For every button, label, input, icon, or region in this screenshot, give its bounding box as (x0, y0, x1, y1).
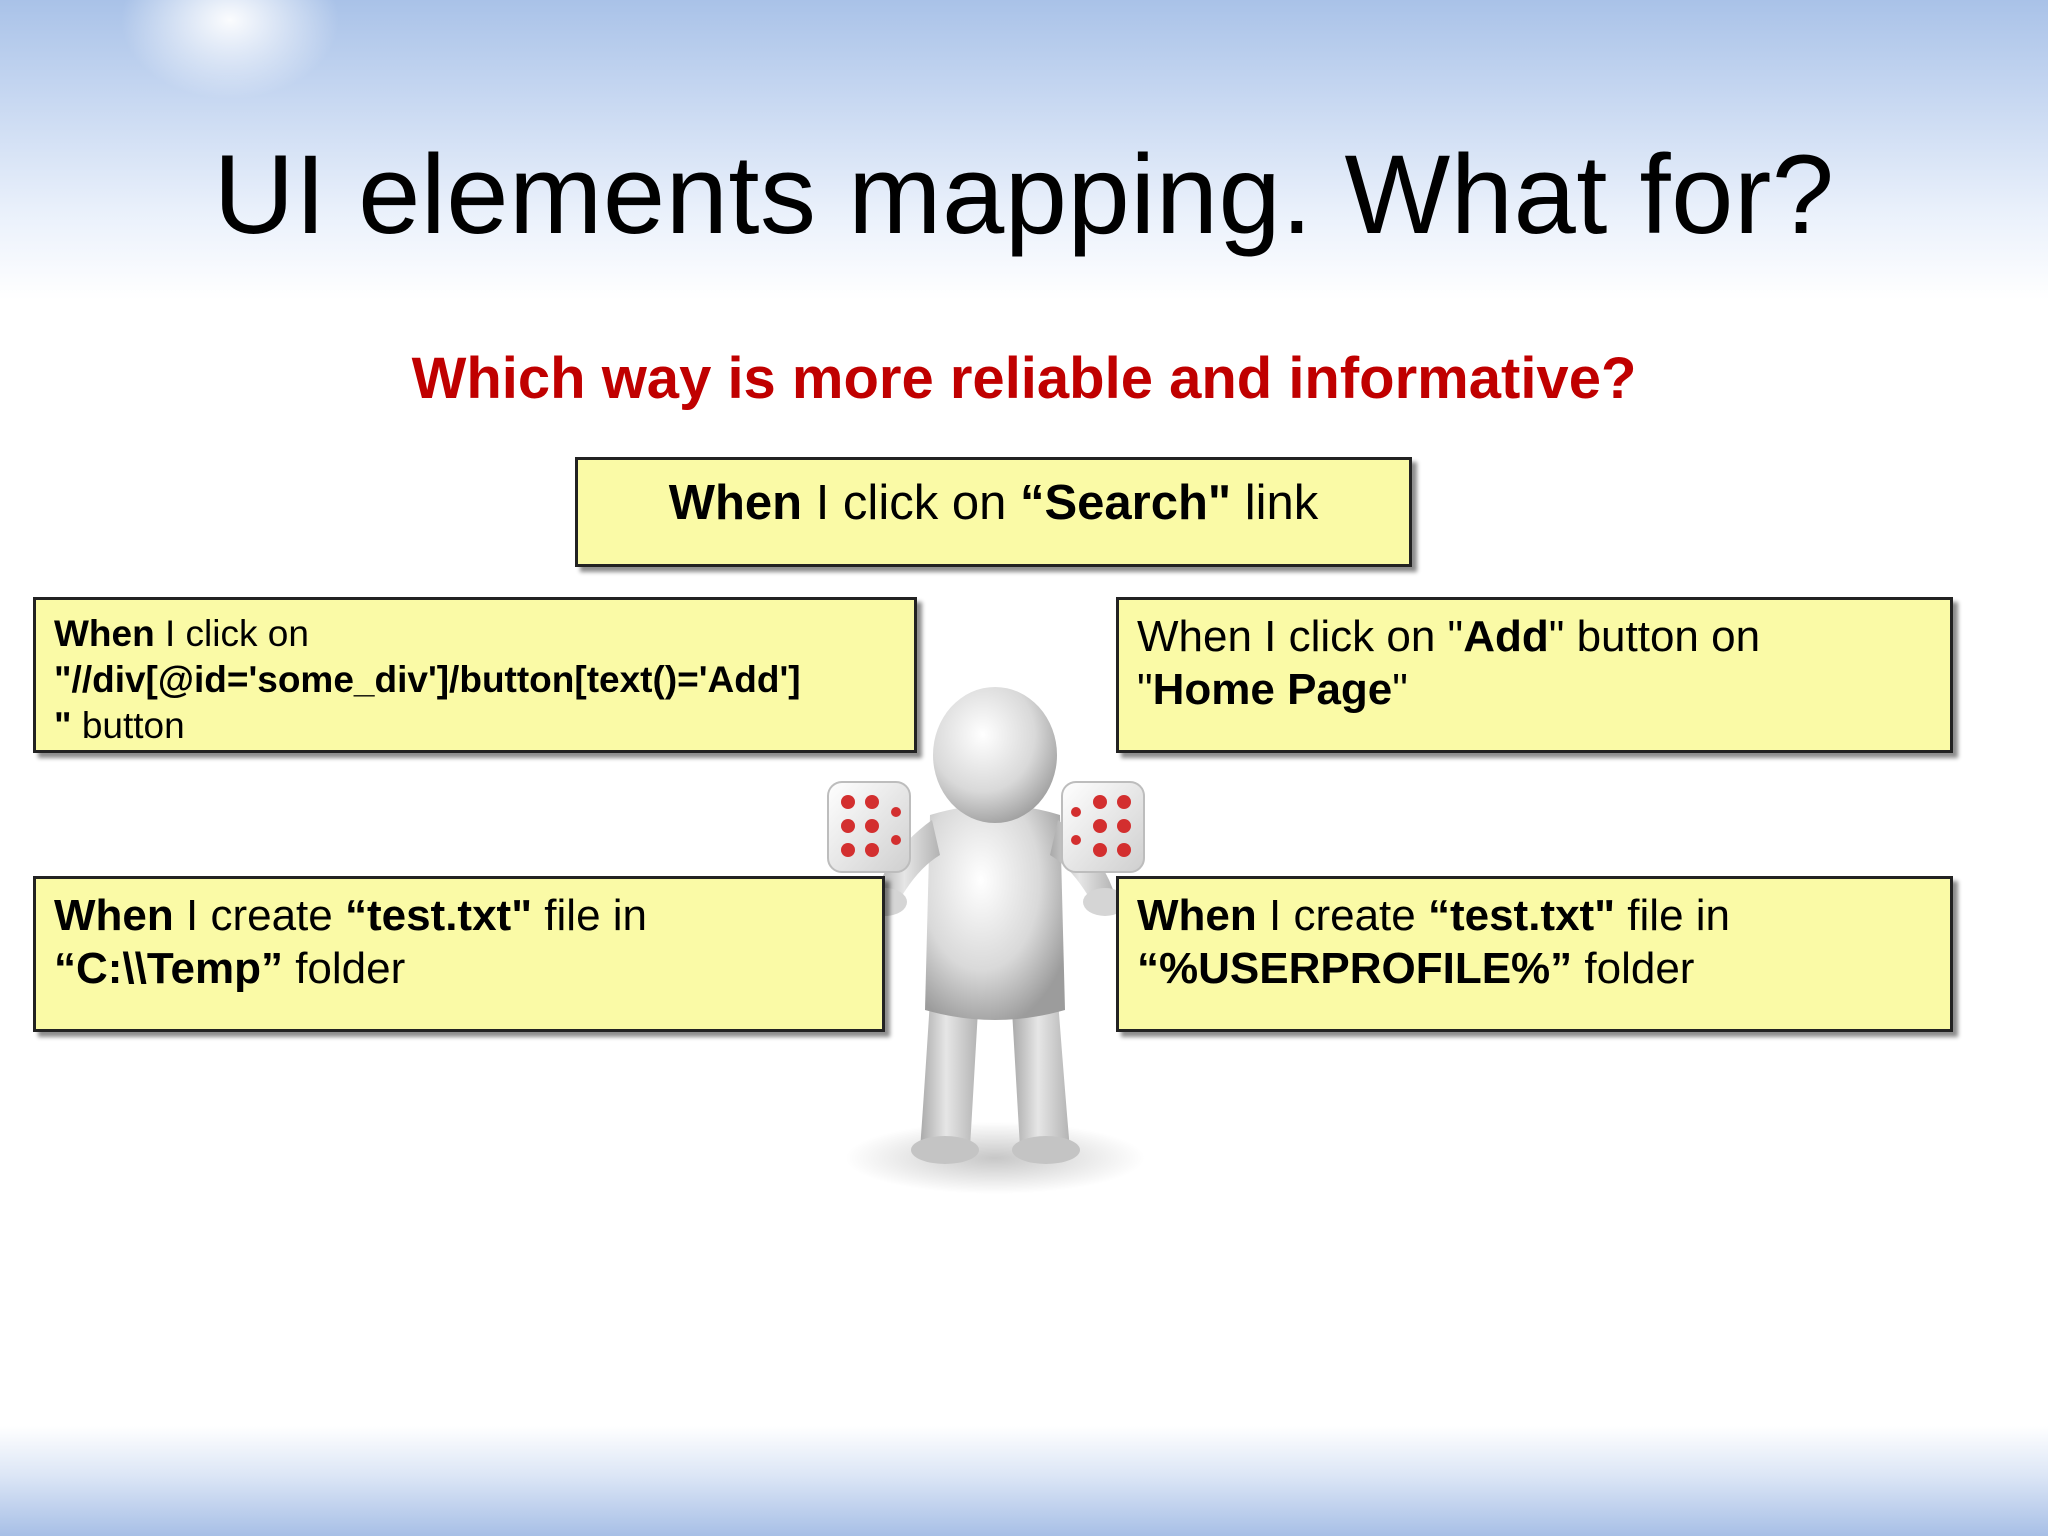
when-keyword: When (1137, 891, 1257, 940)
search-link-box: When I click on “Search" link (575, 457, 1412, 567)
box-bold-text: “test.txt" (344, 891, 533, 940)
slide-title: UI elements mapping. What for? (213, 132, 1835, 257)
box-bold-text: Add (1463, 612, 1549, 661)
box-bold-text: “%USERPROFILE%” (1137, 944, 1573, 993)
box-text: file in (1615, 891, 1731, 940)
box-text: I create (173, 891, 345, 940)
slide-background-bottom (0, 1426, 2048, 1536)
when-keyword: When (54, 613, 155, 654)
when-keyword: When (54, 891, 174, 940)
when-keyword: When (668, 476, 803, 530)
box-text: I create (1256, 891, 1428, 940)
box-text: folder (282, 944, 406, 993)
add-button-home-page-box: When I click on "Add" button on "Home Pa… (1116, 597, 1953, 753)
box-text: I click on (154, 613, 309, 654)
xpath-button-box: When I click on "//div[@id='some_div']/b… (33, 597, 917, 753)
box-text: " (1392, 665, 1408, 714)
light-flare (120, 0, 340, 100)
box-bold-text: “C:\\Temp” (54, 944, 283, 993)
box-bold-text: “Search" (1019, 476, 1232, 530)
slide-subtitle: Which way is more reliable and informati… (411, 346, 1637, 411)
box-bold-text: “test.txt" (1427, 891, 1616, 940)
box-bold-text: " (54, 705, 72, 746)
box-text: I click on (802, 476, 1020, 530)
slide-background-top (0, 0, 2048, 300)
box-text: link (1231, 476, 1319, 530)
box-text: " (1137, 665, 1153, 714)
person-holding-dice-icon (827, 687, 1145, 1194)
box-bold-text: Home Page (1152, 665, 1393, 714)
userprofile-folder-box: When I create “test.txt" file in “%USERP… (1116, 876, 1953, 1032)
box-text: file in (532, 891, 648, 940)
box-text: " button on (1548, 612, 1761, 661)
temp-folder-box: When I create “test.txt" file in “C:\\Te… (33, 876, 885, 1032)
box-text: button (71, 705, 185, 746)
box-text: When I click on " (1137, 612, 1464, 661)
xpath-locator: "//div[@id='some_div']/button[text()='Ad… (54, 659, 801, 700)
box-text: folder (1572, 944, 1695, 993)
